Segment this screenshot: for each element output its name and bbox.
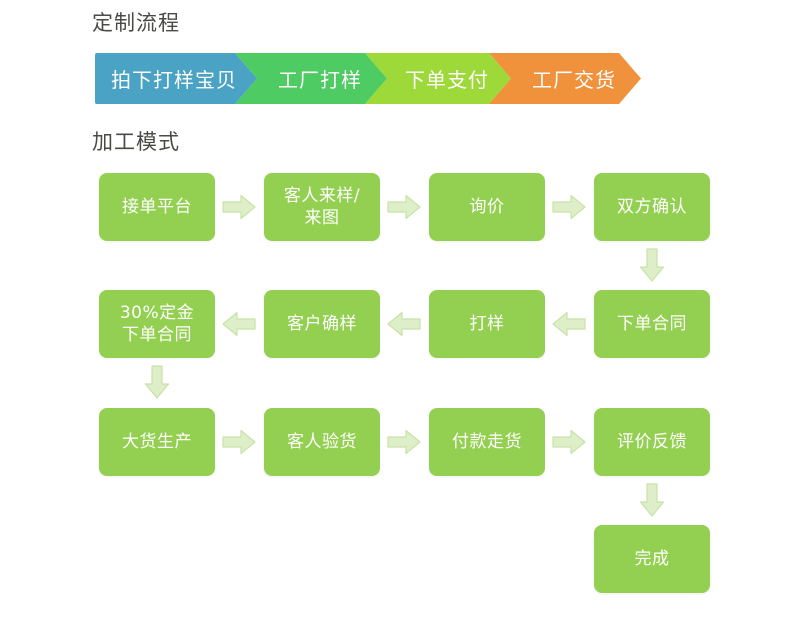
flow-box-bulk-production: 大货生产 (99, 408, 215, 476)
chevron-step-2: 工厂打样 (235, 53, 387, 104)
chevron-step-4: 工厂交货 (489, 53, 641, 104)
flow-box-label: 大货生产 (122, 431, 192, 452)
flow-box-deposit-contract: 30%定金 下单合同 (99, 290, 215, 358)
chevron-banner: 拍下打样宝贝 工厂打样 下单支付 工厂交货 (95, 53, 641, 104)
flow-box-place-contract: 下单合同 (594, 290, 710, 358)
flow-box-label: 客户确样 (287, 313, 357, 334)
flow-box-label: 评价反馈 (617, 431, 687, 452)
flow-box-label: 30%定金 下单合同 (119, 302, 195, 345)
flow-box-review-feedback: 评价反馈 (594, 408, 710, 476)
flow-box-label: 接单平台 (122, 196, 192, 217)
chevron-step-2-label: 工厂打样 (278, 68, 362, 92)
chevron-step-3-label: 下单支付 (405, 68, 489, 92)
arrow-left-icon (552, 311, 586, 337)
arrow-left-icon (222, 311, 256, 337)
flow-box-quotation: 询价 (429, 173, 545, 241)
flow-box-label: 打样 (469, 313, 505, 334)
flow-box-client-approve: 客户确样 (264, 290, 380, 358)
flow-box-label: 完成 (634, 548, 670, 569)
chevron-step-3: 下单支付 (365, 53, 511, 104)
flow-box-customer-sample: 客人来样/ 来图 (264, 173, 380, 241)
arrow-left-icon (387, 311, 421, 337)
arrow-down-icon (144, 365, 170, 399)
flow-box-label: 询价 (469, 196, 505, 217)
arrow-down-icon (639, 483, 665, 517)
flow-box-mutual-confirm: 双方确认 (594, 173, 710, 241)
flow-box-label: 客人来样/ 来图 (283, 185, 361, 228)
flow-box-complete: 完成 (594, 525, 710, 593)
flow-box-label: 双方确认 (617, 196, 687, 217)
chevron-step-1-label: 拍下打样宝贝 (111, 68, 237, 92)
chevron-step-1: 拍下打样宝贝 (95, 53, 257, 104)
arrow-right-icon (552, 429, 586, 455)
chevron-step-4-label: 工厂交货 (532, 68, 616, 92)
flow-box-payment-shipping: 付款走货 (429, 408, 545, 476)
flow-box-label: 下单合同 (617, 313, 687, 334)
arrow-right-icon (387, 429, 421, 455)
flow-box-label: 付款走货 (452, 431, 522, 452)
section-title-process-mode: 加工模式 (92, 130, 180, 154)
flow-box-label: 客人验货 (287, 431, 357, 452)
section-title-custom-flow: 定制流程 (92, 11, 180, 35)
flow-box-order-platform: 接单平台 (99, 173, 215, 241)
arrow-down-icon (639, 248, 665, 282)
arrow-right-icon (222, 429, 256, 455)
arrow-right-icon (387, 194, 421, 220)
arrow-right-icon (552, 194, 586, 220)
flow-box-client-inspect: 客人验货 (264, 408, 380, 476)
flow-box-sampling: 打样 (429, 290, 545, 358)
arrow-right-icon (222, 194, 256, 220)
